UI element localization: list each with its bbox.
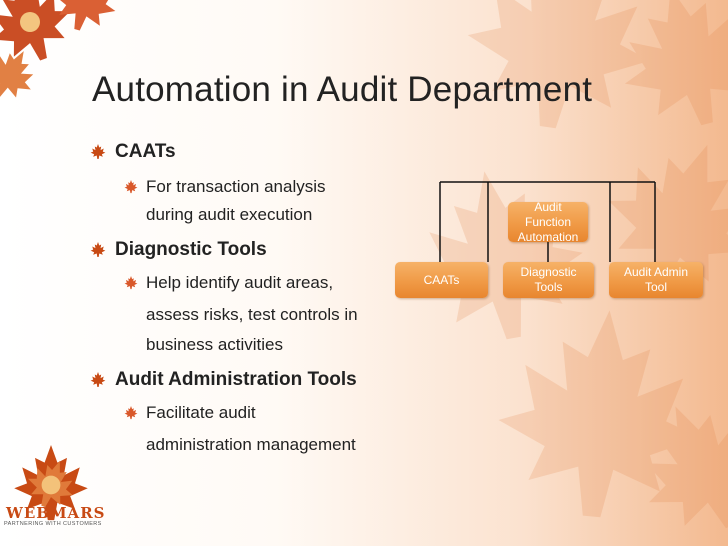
maple-leaf-bullet-icon [124, 276, 138, 290]
bullet-caats: CAATs [90, 138, 390, 166]
sub-bullet-line: Help identify audit areas, [146, 273, 334, 292]
sub-bullet-line: assess risks, test controls in [146, 305, 358, 324]
bullet-label: Audit Administration Tools [115, 369, 357, 390]
sub-bullet-line: business activities [146, 335, 284, 354]
sub-bullet: Facilitate audit [90, 400, 390, 426]
sub-bullet-line: For transaction analysis [146, 177, 326, 196]
corner-leaves [0, 0, 126, 109]
maple-leaf-bullet-icon [90, 242, 106, 258]
sub-bullet-line: administration management [146, 435, 356, 454]
bullet-label: CAATs [115, 141, 176, 162]
bullet-label: Diagnostic Tools [115, 239, 267, 260]
sub-bullet-cont: administration management [90, 432, 390, 458]
org-chart: Audit Function Automation CAATs Diagnost… [395, 180, 703, 310]
slide-title: Automation in Audit Department [92, 70, 593, 109]
bullet-audit-admin-tools: Audit Administration Tools [90, 366, 390, 394]
org-node-audit-admin-tool: Audit Admin Tool [609, 262, 703, 298]
org-node-caats: CAATs [395, 262, 488, 298]
sub-bullet-cont: business activities [90, 332, 390, 358]
sub-bullet-line: during audit execution [146, 205, 313, 224]
webmars-logo [14, 445, 88, 521]
maple-leaf-bullet-icon [124, 180, 138, 194]
bullet-diagnostic-tools: Diagnostic Tools [90, 236, 390, 264]
logo-name: WEBMARS [6, 504, 106, 522]
org-chart-connectors [439, 181, 656, 262]
sub-bullet-line: Facilitate audit [146, 403, 256, 422]
sub-bullet-cont: assess risks, test controls in [90, 302, 390, 328]
org-node-diagnostic-tools: Diagnostic Tools [503, 262, 594, 298]
logo-tagline: PARTNERING WITH CUSTOMERS [4, 521, 102, 527]
sub-bullet: For transaction analysis [90, 174, 390, 200]
sub-bullet-cont: during audit execution [90, 202, 390, 228]
maple-leaf-bullet-icon [90, 372, 106, 388]
maple-leaf-bullet-icon [124, 406, 138, 420]
bullet-list: CAATs For transaction analysis during au… [90, 138, 390, 458]
maple-leaf-bullet-icon [90, 144, 106, 160]
sub-bullet: Help identify audit areas, [90, 270, 390, 296]
org-root-box: Audit Function Automation [508, 200, 588, 244]
